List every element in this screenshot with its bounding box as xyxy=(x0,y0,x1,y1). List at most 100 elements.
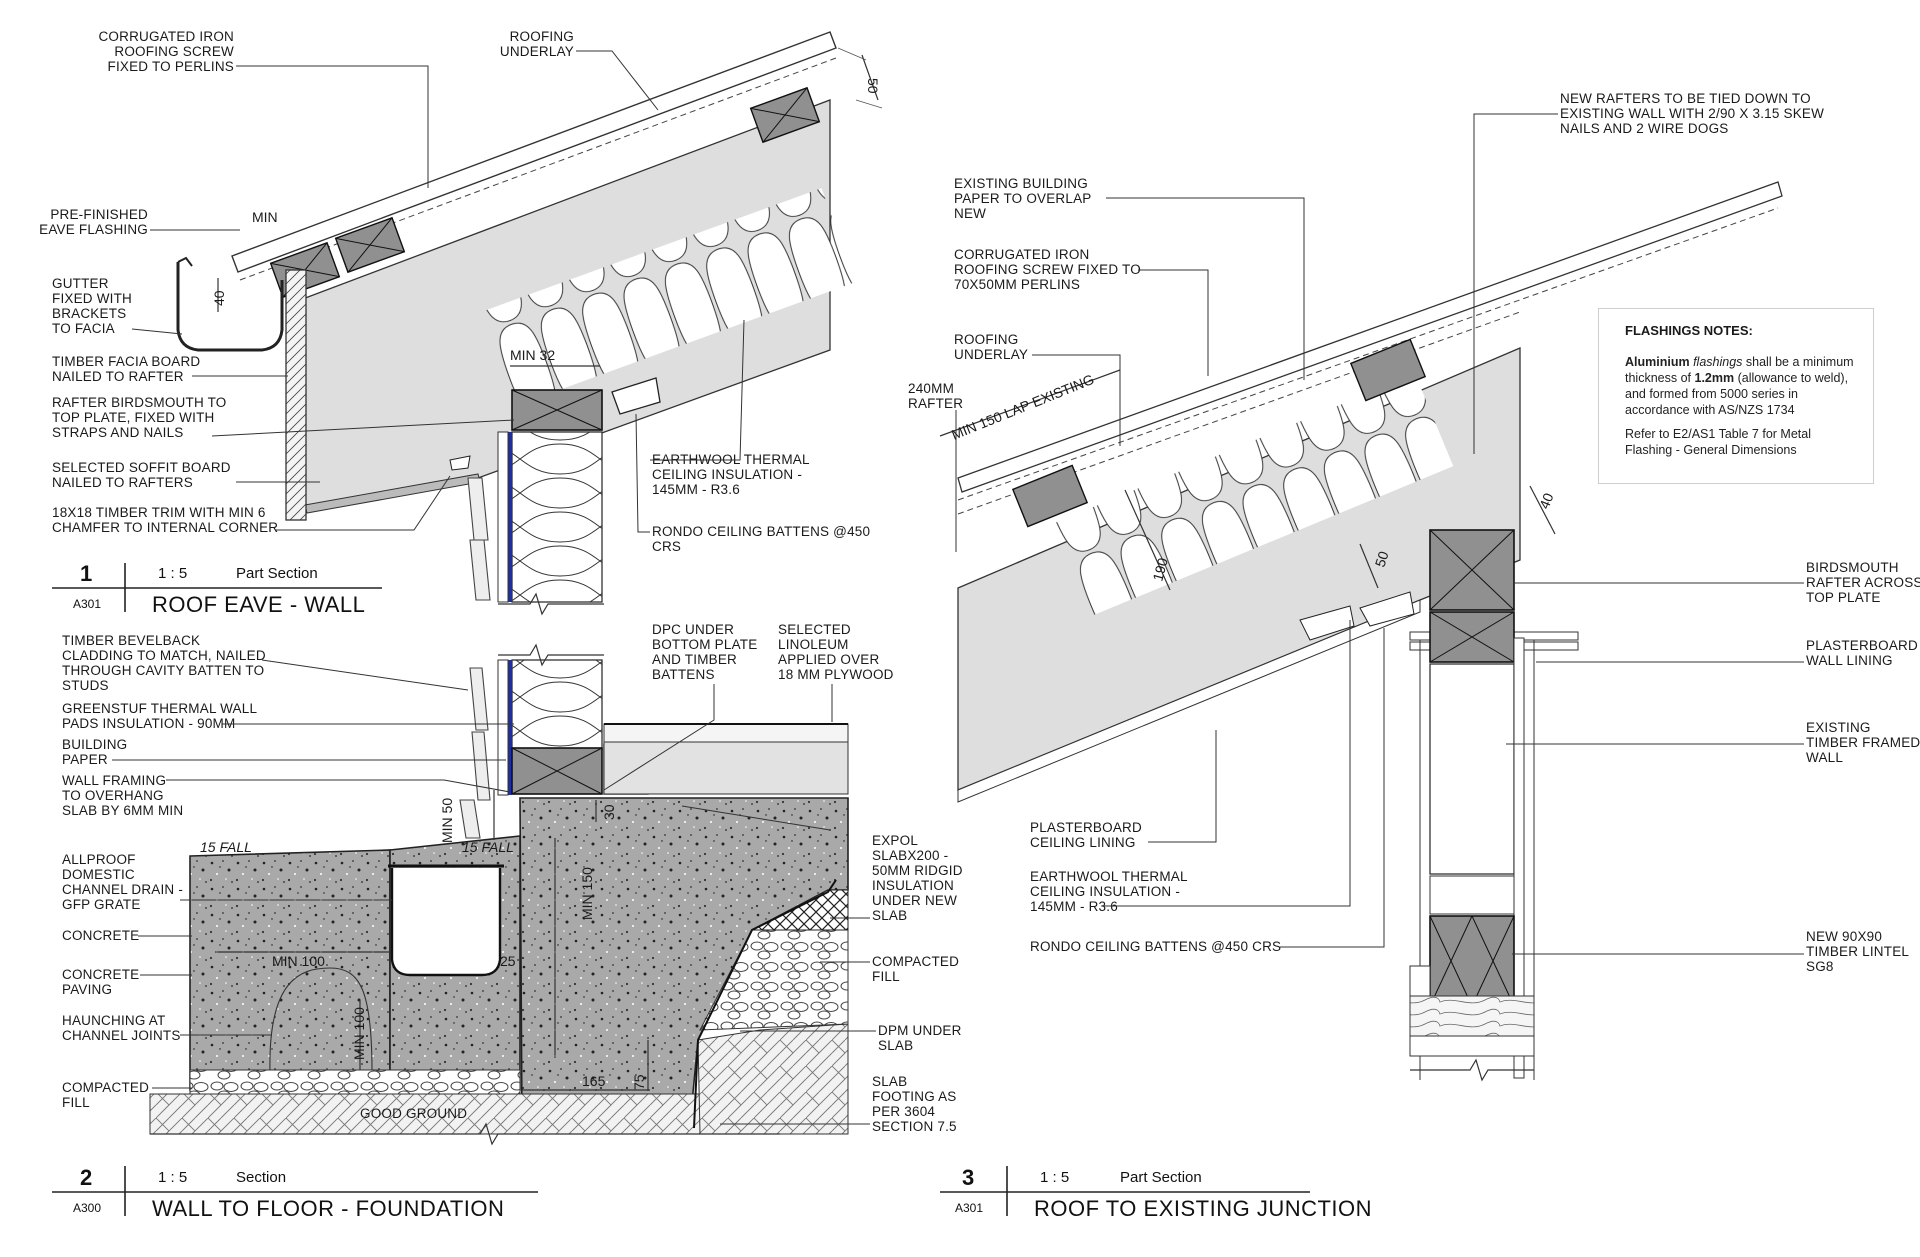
svg-text:2: 2 xyxy=(80,1165,92,1190)
svg-text:ROOF TO EXISTING JUNCTION: ROOF TO EXISTING JUNCTION xyxy=(1034,1196,1372,1221)
svg-text:30: 30 xyxy=(601,804,617,820)
title-block-1: 1 A301 1 : 5 Part Section ROOF EAVE - WA… xyxy=(52,561,382,617)
svg-text:165: 165 xyxy=(582,1073,606,1089)
svg-text:3: 3 xyxy=(962,1165,974,1190)
svg-text:50: 50 xyxy=(1372,549,1392,569)
svg-text:WALL TO FLOOR - FOUNDATION: WALL TO FLOOR - FOUNDATION xyxy=(152,1196,504,1221)
svg-text:Section: Section xyxy=(236,1169,286,1186)
svg-text:MIN 150 LAP EXISTING: MIN 150 LAP EXISTING xyxy=(949,371,1096,443)
svg-text:MIN 150: MIN 150 xyxy=(579,867,595,920)
label-rondo-3: RONDO CEILING BATTENS @450 CRS xyxy=(1030,628,1385,954)
svg-text:A300: A300 xyxy=(73,1201,101,1215)
svg-text:MIN 32: MIN 32 xyxy=(510,347,555,363)
notes-title: FLASHINGS NOTES: xyxy=(1625,323,1753,338)
svg-text:15 FALL: 15 FALL xyxy=(462,839,514,855)
svg-text:Part Section: Part Section xyxy=(236,565,318,582)
title-block-2: 2 A300 1 : 5 Section WALL TO FLOOR - FOU… xyxy=(52,1165,538,1221)
flashings-notes: FLASHINGS NOTES: Aluminium flashings sha… xyxy=(1598,308,1874,484)
detail-3-geometry xyxy=(939,181,1783,1082)
notes-paragraph-1: Aluminium flashings shall be a minimum t… xyxy=(1625,355,1854,417)
svg-text:50: 50 xyxy=(865,78,881,94)
notes-paragraph-2: Refer to E2/AS1 Table 7 for Metal Flashi… xyxy=(1625,427,1811,457)
svg-text:1 : 5: 1 : 5 xyxy=(158,1169,187,1186)
svg-text:190: 190 xyxy=(1149,556,1171,583)
svg-text:25: 25 xyxy=(500,953,516,969)
detail-2-geometry xyxy=(149,643,849,1146)
svg-text:A301: A301 xyxy=(73,597,101,611)
svg-text:MIN 50: MIN 50 xyxy=(439,798,455,843)
detail-1-geometry xyxy=(176,31,883,616)
svg-text:1 : 5: 1 : 5 xyxy=(1040,1169,1069,1186)
svg-text:MIN 100: MIN 100 xyxy=(351,1007,367,1060)
svg-text:MIN: MIN xyxy=(252,209,278,225)
svg-text:CONCRETE: CONCRETE xyxy=(62,928,139,943)
svg-text:75: 75 xyxy=(631,1074,647,1090)
label-concrete: CONCRETE xyxy=(62,928,192,943)
svg-text:GOOD GROUND: GOOD GROUND xyxy=(360,1106,467,1121)
svg-text:Part Section: Part Section xyxy=(1120,1169,1202,1186)
title-block-3: 3 A301 1 : 5 Part Section ROOF TO EXISTI… xyxy=(940,1165,1372,1221)
